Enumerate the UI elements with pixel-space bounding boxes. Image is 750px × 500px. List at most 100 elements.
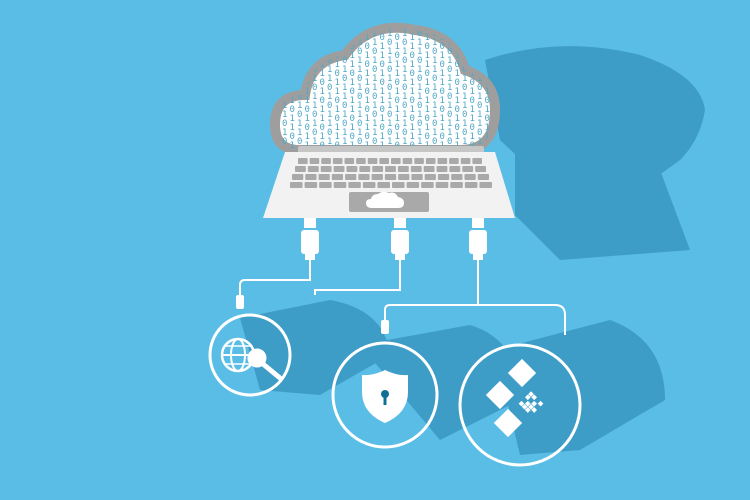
binary-digit: 1 (297, 101, 302, 111)
binary-digit: 0 (455, 105, 460, 115)
keyboard-key (290, 182, 303, 188)
circle-left-shadow (240, 300, 390, 395)
binary-digit: 1 (350, 78, 355, 88)
binary-digit: 1 (380, 132, 385, 142)
keyboard-key (345, 174, 357, 180)
binary-digit: 0 (365, 42, 370, 52)
binary-digit: 1 (440, 69, 445, 79)
binary-digit: 1 (372, 101, 377, 111)
keyboard-key (377, 182, 390, 188)
binary-digit: 1 (290, 123, 295, 133)
binary-digit: 0 (282, 137, 287, 147)
keyboard-key (346, 166, 358, 172)
binary-digit: 1 (432, 38, 437, 48)
binary-digit: 0 (372, 47, 377, 57)
binary-digit: 0 (410, 96, 415, 106)
binary-digit: 0 (372, 110, 377, 120)
keyboard-key (348, 182, 361, 188)
binary-digit: 1 (387, 56, 392, 66)
binary-digit: 1 (297, 119, 302, 129)
binary-digit: 0 (425, 87, 430, 97)
binary-digit: 0 (365, 105, 370, 115)
binary-digit: 0 (297, 110, 302, 120)
binary-digit: 1 (432, 65, 437, 75)
keyboard-key (449, 166, 461, 172)
binary-digit: 0 (477, 101, 482, 111)
binary-digit: 0 (372, 137, 377, 147)
binary-digit: 0 (432, 92, 437, 102)
binary-digit: 1 (477, 110, 482, 120)
binary-digit: 0 (335, 114, 340, 124)
binary-digit: 1 (335, 60, 340, 70)
binary-digit: 0 (342, 56, 347, 66)
binary-digit: 1 (455, 51, 460, 61)
binary-digit: 0 (455, 123, 460, 133)
binary-digit: 1 (372, 128, 377, 138)
binary-digit: 1 (432, 128, 437, 138)
keyboard-key (358, 174, 370, 180)
binary-digit: 0 (410, 114, 415, 124)
binary-digit: 1 (365, 69, 370, 79)
binary-digit: 1 (372, 56, 377, 66)
qr-cell (531, 394, 538, 401)
binary-digit: 1 (485, 123, 490, 133)
laptop-shadow (515, 150, 690, 260)
keyboard-key (332, 158, 343, 164)
keyboard-key (333, 182, 347, 188)
binary-digit: 0 (350, 132, 355, 142)
keyboard-key (319, 182, 332, 188)
binary-digit: 1 (455, 96, 460, 106)
binary-digit: 0 (455, 78, 460, 88)
binary-digit: 1 (395, 69, 400, 79)
keyboard-key (320, 166, 332, 172)
binary-digit: 1 (312, 74, 317, 84)
binary-digit: 1 (320, 105, 325, 115)
keyboard-key (385, 166, 396, 172)
binary-digit: 0 (462, 83, 467, 93)
binary-digit: 0 (402, 128, 407, 138)
keyboard-key (451, 174, 463, 180)
binary-digit: 0 (440, 105, 445, 115)
binary-digit: 1 (342, 65, 347, 75)
circle-left (208, 313, 292, 397)
binary-digit: 0 (395, 96, 400, 106)
binary-digit: 1 (425, 33, 430, 43)
binary-digit: 1 (282, 110, 287, 120)
binary-digit: 1 (440, 123, 445, 133)
cable-tip-left (236, 295, 244, 309)
binary-digit: 1 (462, 74, 467, 84)
binary-digit: 1 (387, 47, 392, 57)
long-shadows (240, 46, 705, 455)
binary-digit: 0 (327, 101, 332, 111)
binary-digit: 1 (327, 119, 332, 129)
binary-digit: 1 (402, 65, 407, 75)
binary-digit: 1 (410, 78, 415, 88)
binary-digit: 1 (462, 92, 467, 102)
binary-digit: 1 (327, 65, 332, 75)
binary-digit: 1 (380, 96, 385, 106)
binary-digit: 0 (440, 60, 445, 70)
cable-tips (236, 295, 389, 334)
binary-digit: 0 (417, 56, 422, 66)
binary-digit: 0 (447, 92, 452, 102)
binary-digit: 1 (335, 123, 340, 133)
binary-digit: 0 (447, 47, 452, 57)
binary-digit: 1 (342, 83, 347, 93)
binary-digit: 1 (432, 110, 437, 120)
binary-digit: 0 (417, 101, 422, 111)
binary-digit: 1 (320, 114, 325, 124)
binary-digit: 0 (447, 137, 452, 147)
usb-plug-icon (469, 216, 487, 260)
binary-digit: 1 (282, 101, 287, 111)
keyboard-key (307, 166, 319, 172)
keyboard-key (321, 158, 331, 164)
binary-digit: 0 (432, 119, 437, 129)
binary-digit: 1 (372, 74, 377, 84)
binary-digit: 1 (470, 114, 475, 124)
keyboard-key (333, 166, 345, 172)
binary-digit: 0 (417, 119, 422, 129)
binary-digit: 1 (425, 105, 430, 115)
binary-digit: 1 (320, 69, 325, 79)
keyboard-key (410, 166, 422, 172)
binary-digit: 0 (447, 65, 452, 75)
